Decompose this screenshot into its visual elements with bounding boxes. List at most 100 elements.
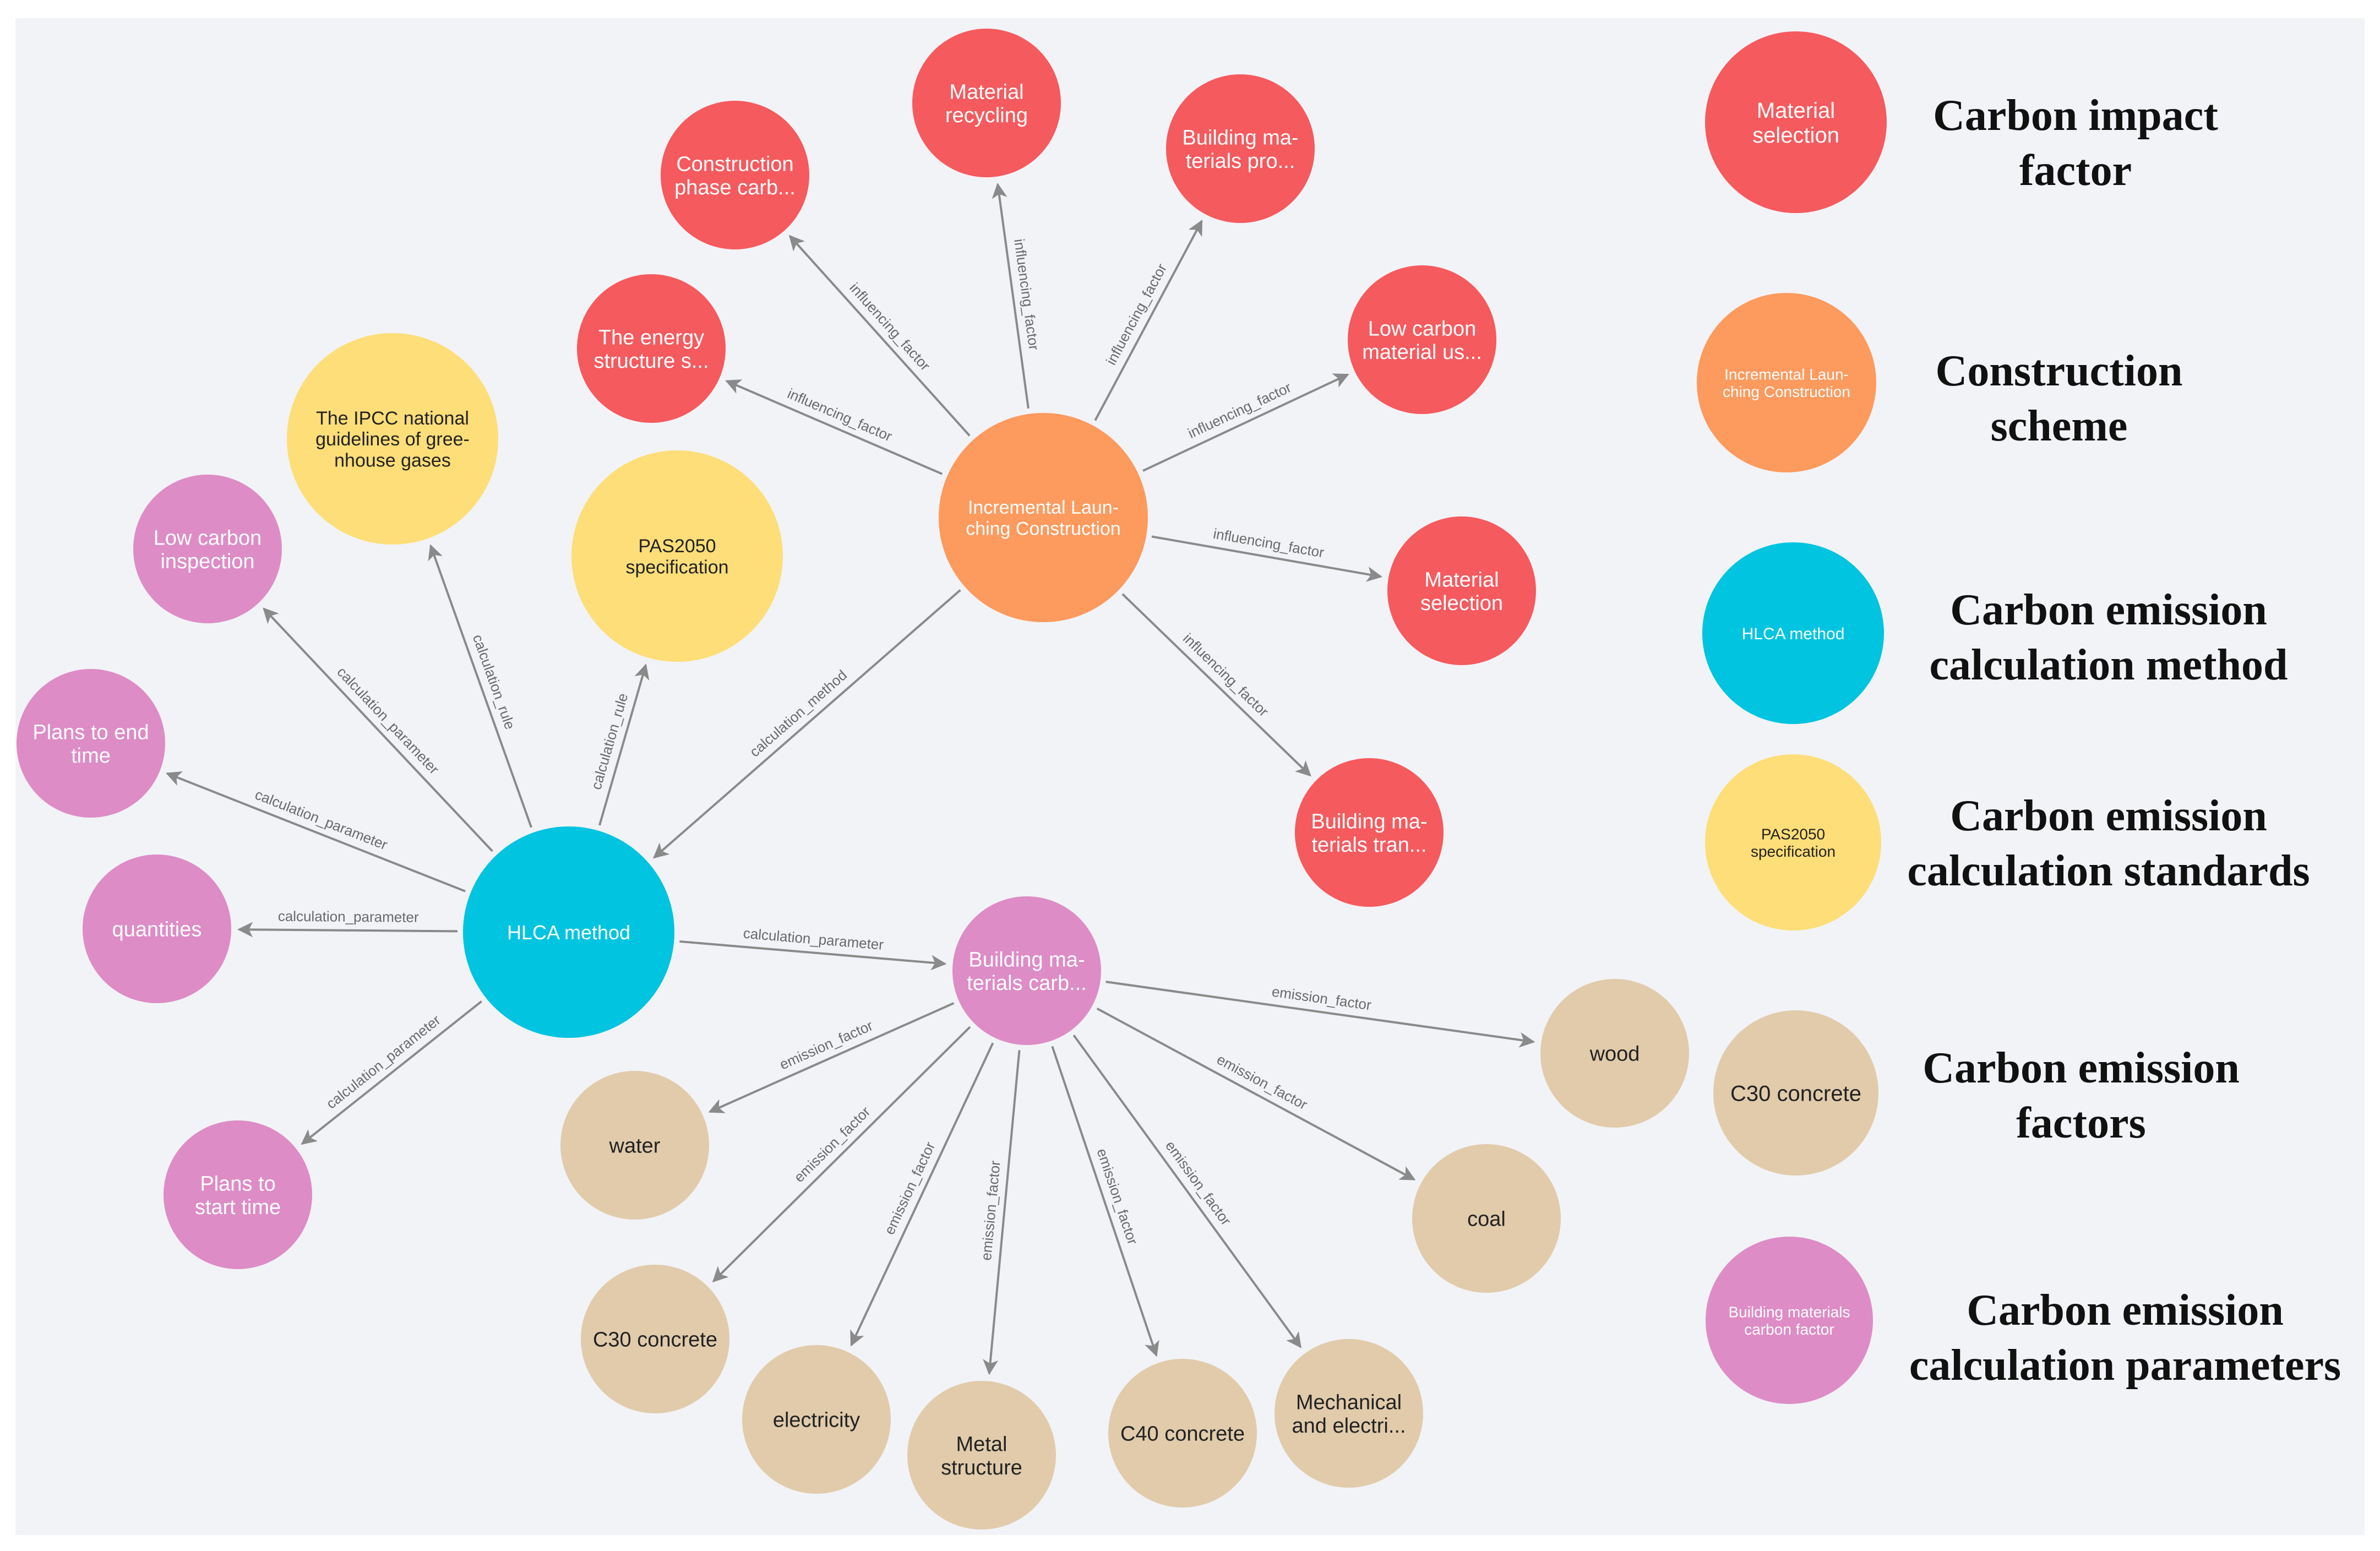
edge-label: calculation_parameter [323,1011,444,1112]
node-bm-pro-label: Building ma- [1182,126,1298,149]
node-water[interactable]: water [560,1071,709,1220]
node-mech-label: and electri... [1292,1414,1406,1438]
edge-hlca-plans_end [165,771,466,892]
node-c30-circle [581,1265,729,1413]
node-constr-phase-label: Construction [676,153,793,176]
edge-label: calculation_parameter [253,786,390,853]
node-hlca[interactable]: HLCA method [463,826,674,1038]
legend-sample-method: HLCA method [1702,542,1884,724]
legend-circle-parameter [1706,1237,1873,1404]
edge-label: emission_factor [1093,1146,1141,1247]
node-coal[interactable]: coal [1412,1144,1561,1293]
node-c40[interactable]: C40 concrete [1108,1359,1257,1508]
edge-bm_carb-coal [1096,1008,1416,1181]
node-bm-carb-label: Building ma- [968,948,1085,971]
node-plans-start-circle [164,1120,312,1269]
legend-title-factor: Carbon emission factors [1922,1044,2240,1147]
edge-ilc-hlca [653,589,961,859]
edge-hlca-plans_start [301,1000,483,1145]
node-constr-phase-circle [661,101,809,249]
node-energy-label: The energy [598,326,704,349]
node-c40-label: C40 concrete [1120,1423,1245,1446]
node-bm-tran-label: Building ma- [1311,810,1427,833]
node-ilc-label: ching Construction [966,518,1121,539]
node-coal-label: coal [1467,1208,1506,1231]
node-bm-pro[interactable]: Building ma-terials pro... [1166,74,1315,223]
node-plans-end-label: time [71,744,111,768]
graph-canvas [15,18,2365,1535]
node-ipcc-circle [287,333,498,545]
edge-bm_carb-mech [1072,1035,1301,1348]
node-coal-circle [1412,1144,1561,1293]
node-electricity-circle [742,1345,891,1494]
edge-hlca-pas2050 [598,663,650,826]
edge-label: emission_factor [978,1160,1004,1261]
legend-sample-label: Material [1757,99,1835,123]
node-wood[interactable]: wood [1540,979,1689,1128]
edge-hlca-low_carbon_insp [263,607,493,852]
edge-label: influencing_factor [785,385,895,444]
edge-label: calculation_method [747,667,850,760]
edge-ilc-constr_phase [788,235,971,437]
node-metal-label: Metal [956,1433,1007,1456]
legend-sample-label: Incremental Laun- [1724,366,1849,383]
node-ipcc-label: The IPCC national [316,408,469,429]
node-quantities[interactable]: quantities [83,855,231,1003]
legend-circle-scheme [1697,293,1876,472]
node-water-circle [560,1071,709,1220]
node-low-carbon-mat-label: material us... [1362,341,1482,364]
node-mat-recycling-label: Material [949,80,1023,104]
legend-sample-label: selection [1752,123,1839,148]
edge-ilc-energy [725,379,943,475]
legend-sample-label: specification [1751,843,1836,860]
edge-ilc-mat_selection [1151,535,1382,582]
legend-sample-factor: C30 concrete [1713,1010,1878,1176]
edge-ilc-bm_pro [1094,219,1203,421]
node-bm-carb[interactable]: Building ma-terials carb... [952,896,1101,1045]
node-mat-selection-label: Material [1424,568,1499,591]
legend-sample-label: HLCA method [1742,625,1845,643]
node-pas2050-label: PAS2050 [638,536,716,557]
edge-hlca-bm_carb [679,940,947,971]
node-pas2050-circle [571,450,783,662]
node-c30[interactable]: C30 concrete [581,1265,729,1413]
edge-bm_carb-wood [1105,981,1535,1048]
legend-title-parameter: Carbon emission calculation parameters [1909,1286,2341,1390]
node-bm-pro-circle [1166,74,1315,223]
node-plans-start-label: Plans to [200,1172,275,1195]
node-bm-pro-label: terials pro... [1186,150,1295,173]
node-plans-start-label: start time [195,1196,281,1219]
node-metal-circle [907,1381,1056,1530]
node-ilc[interactable]: Incremental Laun-ching Construction [939,413,1148,622]
node-bm-carb-label: terials carb... [967,972,1087,995]
node-mech-label: Mechanical [1296,1391,1402,1414]
edge-label: emission_factor [1214,1051,1310,1113]
node-low-carbon-insp-label: Low carbon [154,526,262,549]
edge-bm_carb-c30 [712,1026,971,1283]
legend-sample-label: C30 concrete [1730,1081,1861,1106]
node-bm-tran[interactable]: Building ma-terials tran... [1295,758,1444,907]
node-wood-label: wood [1589,1043,1640,1066]
edge-ilc-bm_tran [1121,593,1311,777]
nodes: Incremental Laun-ching ConstructionMater… [17,29,1689,1530]
node-hlca-label: HLCA method [507,921,630,944]
edge-label: influencing_factor [846,280,934,374]
edge-label: influencing_factor [1180,630,1272,720]
node-electricity[interactable]: electricity [742,1345,891,1494]
legend-sample-scheme: Incremental Laun-ching Construction [1697,293,1876,472]
